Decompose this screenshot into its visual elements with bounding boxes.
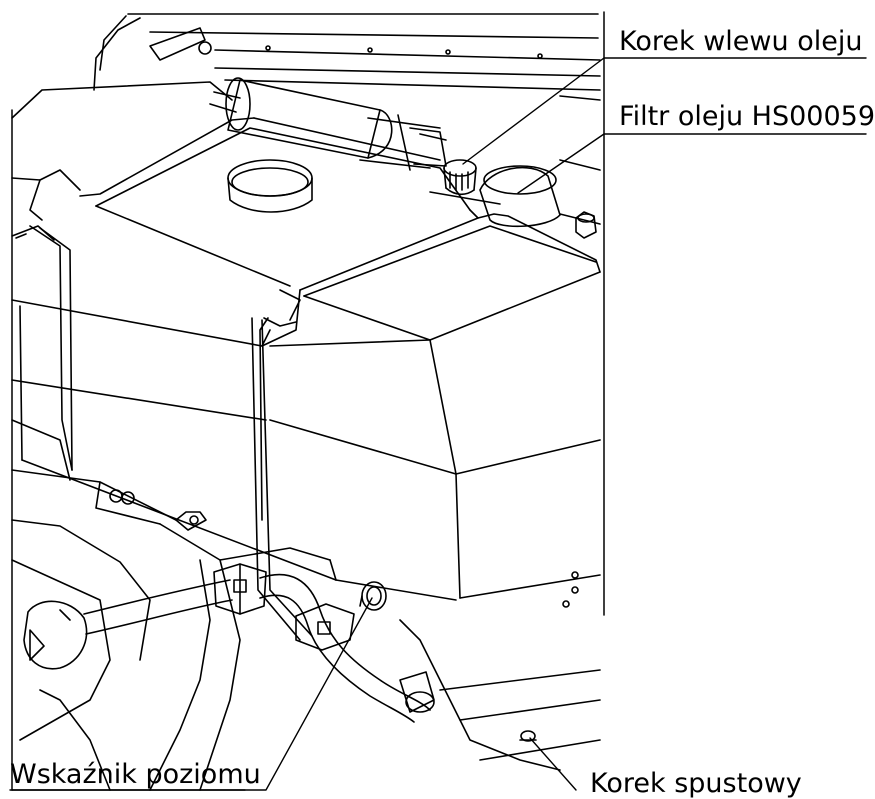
- frame-lines: [11, 11, 605, 791]
- left-cylinder-end: [23, 600, 88, 670]
- tank-left-end: [11, 81, 233, 241]
- right-bolt: [575, 211, 597, 239]
- hose-clamp: [213, 563, 267, 615]
- oil-filter: [209, 77, 447, 171]
- label-oil-filler-cap: Korek wlewu oleju: [619, 26, 863, 57]
- lower-clamp: [295, 603, 355, 651]
- drain-plug-drawing: [519, 730, 537, 742]
- leader-fill-cap: [462, 57, 867, 165]
- leader-lines: [9, 57, 867, 791]
- hose-fitting: [399, 671, 435, 713]
- tank-straps: [15, 225, 313, 641]
- label-oil-filter: Filtr oleju HS00059: [619, 101, 875, 132]
- leader-level: [9, 597, 373, 791]
- label-drain-plug: Korek spustowy: [590, 768, 802, 799]
- tank-top: [79, 117, 479, 291]
- tank-right-box: [303, 213, 601, 601]
- filter-bowl: [479, 165, 601, 228]
- filler-cap: [429, 159, 501, 205]
- level-indicator-drawing: [359, 581, 387, 611]
- leader-filter: [517, 133, 867, 194]
- lower-frame: [11, 419, 601, 791]
- hydraulic-hose: [83, 573, 431, 723]
- leader-drain: [529, 737, 577, 791]
- right-details: [562, 571, 579, 608]
- label-level-indicator: Wskaźnik poziomu: [10, 759, 261, 790]
- rear-frame: [93, 13, 601, 171]
